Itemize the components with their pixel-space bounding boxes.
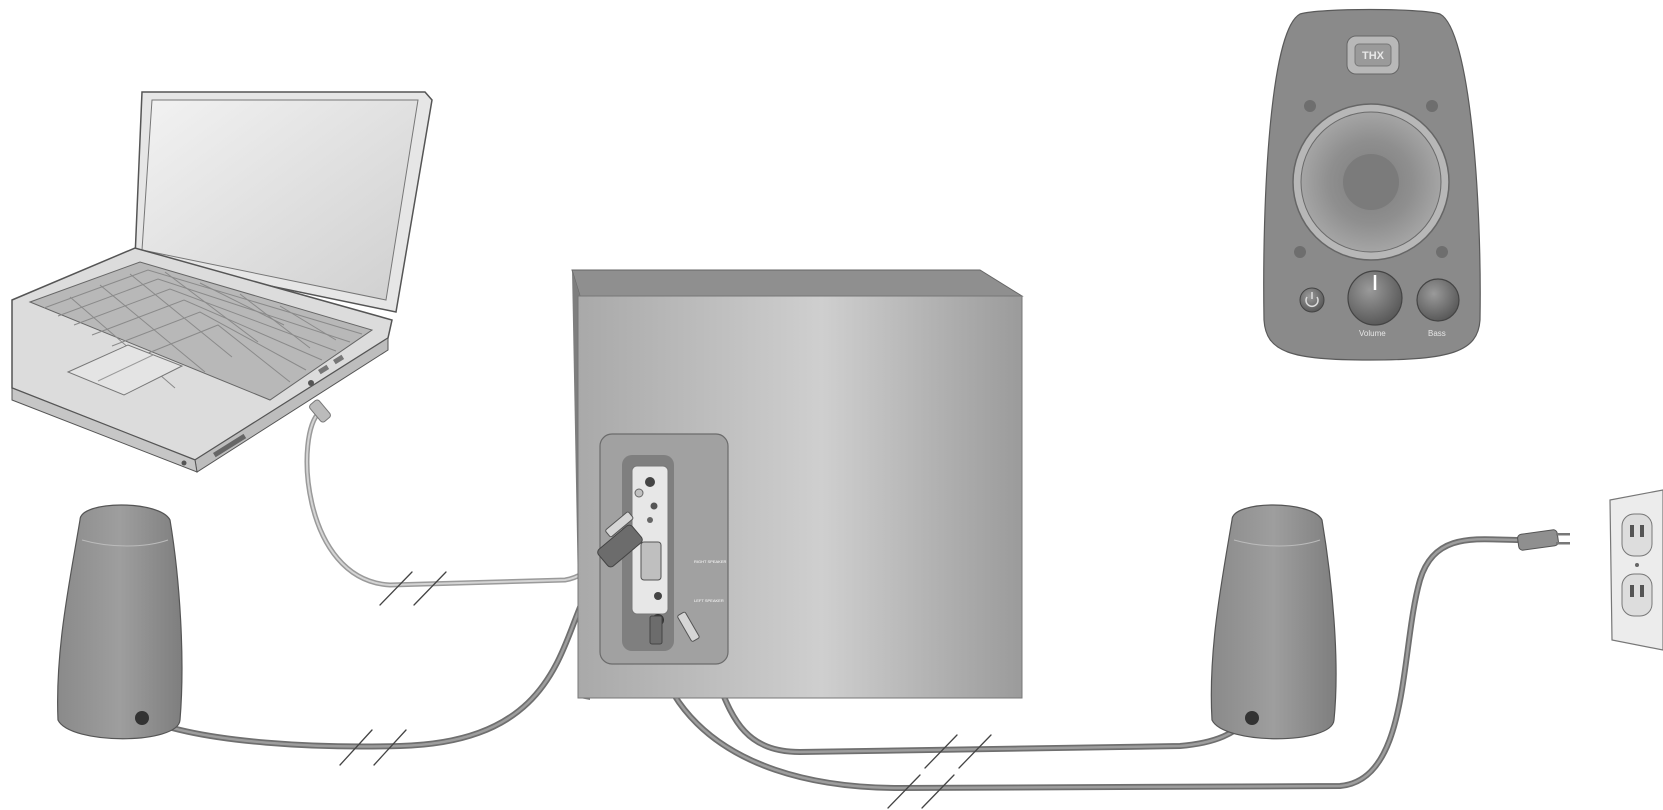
power-plug [1517, 529, 1570, 550]
bass-label: Bass [1428, 329, 1446, 338]
left-speaker [58, 505, 182, 739]
left-speaker-cable [138, 585, 590, 746]
volume-label: Volume [1359, 329, 1386, 338]
subwoofer-back-panel: RIGHT SPEAKER LEFT SPEAKER [596, 434, 728, 664]
bass-knob[interactable] [1417, 279, 1459, 321]
right-speaker-port-label: RIGHT SPEAKER [694, 559, 726, 564]
subwoofer: RIGHT SPEAKER LEFT SPEAKER [572, 270, 1022, 700]
thx-badge: THX [1362, 50, 1385, 62]
power-button[interactable] [1300, 288, 1324, 312]
audio-input-cable [307, 412, 618, 585]
control-pod: THX Volume Bass [1264, 10, 1481, 361]
left-speaker-port-label: LEFT SPEAKER [694, 598, 724, 603]
right-speaker [1211, 505, 1336, 739]
wall-outlet [1610, 490, 1663, 650]
laptop [12, 92, 432, 472]
